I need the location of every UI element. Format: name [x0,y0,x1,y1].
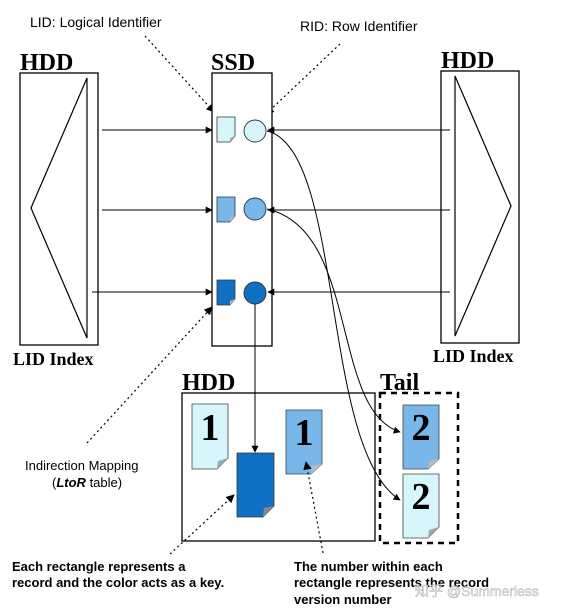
hdd-record-latest-dark [236,452,275,518]
hdd-right-box [440,70,520,344]
rid-pointer-dashed [265,43,341,115]
caption-right-line-3: version number [294,592,392,607]
ssd-rid-medium [243,197,267,221]
tail-record-version-2-light: 2 [402,473,440,539]
indirection-label-line-2: (LtoR table) [52,475,122,490]
hdd-record-version-1-medium: 1 [285,409,323,475]
watermark: 知乎 @Summerless [415,583,539,599]
hdd-record-version-1-medium-number: 1 [295,412,314,454]
hdd-record-version-1-number: 1 [201,407,220,449]
caption-right-pointer-dashed [303,461,324,554]
ssd-lid-record-dark [216,279,236,306]
lid-pointer-dashed [144,35,215,113]
hdd-bottom-label: HDD [182,370,235,396]
hdd-record-version-1-light: 1 [191,403,229,470]
curve-medium-to-tail [266,208,401,434]
lid-index-left-triangle [30,77,88,339]
ssd-lid-record-light [216,116,236,143]
lid-definition-label: LID: Logical Identifier [30,14,162,30]
indirection-label-line-1: Indirection Mapping [25,458,138,473]
lid-index-right-label: LID Index [433,346,514,366]
tail-record-1-number: 2 [412,407,431,449]
hdd-left-label: HDD [20,50,73,76]
lid-index-right-triangle [454,75,512,337]
tail-record-version-2-medium: 2 [402,404,440,470]
caption-right-line-2: rectangle represents the record [294,575,489,590]
rid-definition-label: RID: Row Identifier [300,18,418,34]
tail-label: Tail [380,370,419,396]
caption-left-line-2: record and the color acts as a key. [12,575,224,590]
caption-left-line-1: Each rectangle represents a [12,559,186,574]
ssd-lid-record-medium [216,196,236,223]
lid-index-left-label: LID Index [13,349,94,369]
ssd-rid-light [243,119,267,143]
hdd-right-label: HDD [441,48,494,74]
curve-light-to-tail [266,130,401,501]
caption-right-line-1: The number within each [294,559,443,574]
ssd-rid-dark [243,281,267,305]
tail-record-2-number: 2 [412,476,431,518]
hdd-left-box [19,72,99,346]
ssd-label: SSD [211,50,255,76]
indirection-pointer-dashed [86,306,213,444]
